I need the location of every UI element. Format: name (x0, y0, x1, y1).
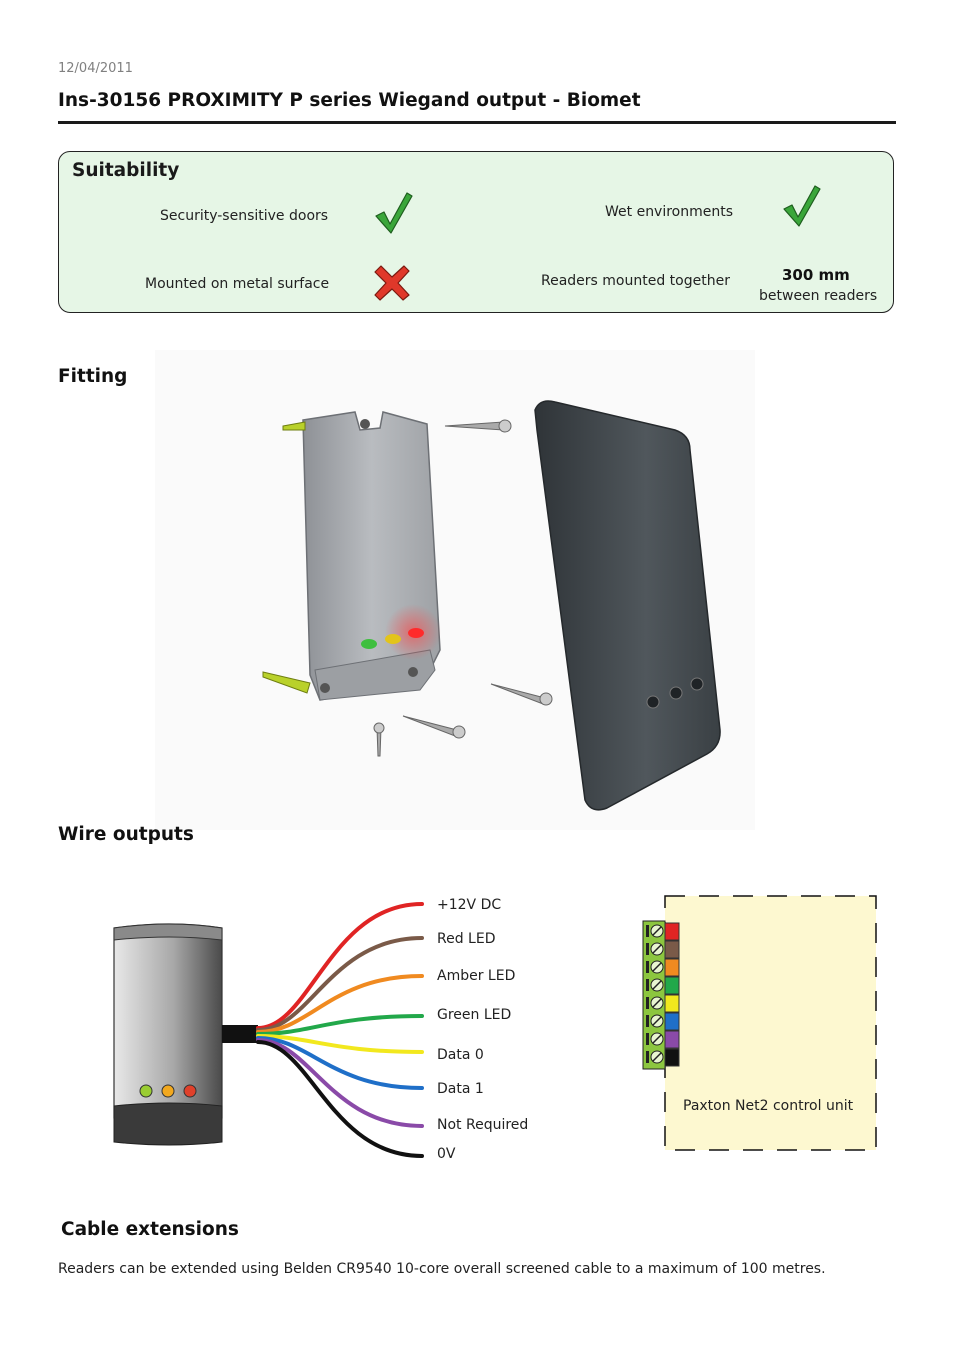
screw-icon (444, 419, 512, 433)
terminal-color-swatch (664, 1048, 680, 1067)
terminal-slot (652, 926, 662, 936)
wire-label: Green LED (437, 1007, 512, 1023)
wire-7 (256, 1038, 424, 1128)
cross-icon (374, 265, 410, 301)
control-unit-diagram (642, 895, 877, 1151)
cable-sheath (222, 1025, 258, 1043)
wire-label: Data 1 (437, 1081, 484, 1097)
control-unit-label: Paxton Net2 control unit (683, 1098, 854, 1114)
suitability-item-label: Security-sensitive doors (160, 208, 329, 224)
screw-icon (490, 683, 553, 706)
wire-label: Data 0 (437, 1047, 484, 1063)
terminal-pin (646, 979, 649, 991)
cable-extensions-heading: Cable extensions (61, 1219, 239, 1240)
wire-8 (256, 1040, 424, 1158)
terminal-pin (646, 925, 649, 937)
wire-4 (256, 1014, 424, 1036)
suitability-item-label: Mounted on metal surface (145, 276, 330, 292)
screw-icon (402, 715, 466, 739)
terminal-pin (646, 961, 649, 973)
reader-icon (113, 923, 223, 1146)
terminal-group (646, 922, 680, 1067)
terminal-slot (652, 1034, 662, 1044)
wire-5 (256, 1034, 424, 1054)
terminal-pin (646, 943, 649, 955)
wire-label: Not Required (437, 1117, 529, 1133)
wire-outputs-heading: Wire outputs (58, 824, 194, 845)
terminal-color-swatch (664, 976, 680, 995)
screw-icon (373, 722, 385, 757)
reader-wiring-diagram (113, 902, 424, 1158)
terminal-pin (646, 1033, 649, 1045)
distance-note: between readers (759, 288, 878, 304)
terminal-pin (646, 1015, 649, 1027)
wire-label: Red LED (437, 931, 496, 947)
wire-6 (256, 1036, 424, 1090)
suitability-panel (58, 151, 894, 313)
terminal-pin (646, 997, 649, 1009)
wire-3 (256, 974, 424, 1034)
wire-group (256, 902, 424, 1158)
wire-label: +12V DC (437, 897, 502, 913)
terminal-color-swatch (664, 922, 680, 941)
wire-2 (256, 936, 424, 1032)
terminal-color-swatch (664, 1012, 680, 1031)
suitability-item-label: Readers mounted together (541, 273, 730, 289)
terminal-slot (652, 944, 662, 954)
wire-label: Amber LED (437, 968, 516, 984)
terminal-color-swatch (664, 958, 680, 977)
suitability-heading: Suitability (72, 160, 180, 181)
check-icon (783, 185, 821, 227)
suitability-item-label: Wet environments (605, 204, 734, 220)
terminal-color-swatch (664, 940, 680, 959)
terminal-slot (652, 1052, 662, 1062)
fitting-heading: Fitting (58, 366, 128, 387)
wire-1 (256, 902, 424, 1030)
check-icon (375, 192, 413, 234)
document-date: 12/04/2011 (58, 61, 133, 76)
document-title: Ins-30156 PROXIMITY P series Wiegand out… (58, 90, 641, 111)
terminal-color-swatch (664, 994, 680, 1013)
cable-extensions-text: Readers can be extended using Belden CR9… (58, 1261, 826, 1277)
title-rule (58, 121, 896, 124)
fitting-illustration (155, 350, 755, 830)
reader-cover-icon (534, 400, 721, 811)
terminal-slot (652, 962, 662, 972)
terminal-slot (652, 1016, 662, 1026)
wire-label: 0V (437, 1146, 456, 1162)
terminal-pin (646, 1051, 649, 1063)
control-unit-box (664, 895, 877, 1151)
terminal-slot (652, 998, 662, 1008)
distance-value: 300 mm (782, 266, 850, 284)
terminal-color-swatch (664, 1030, 680, 1049)
terminal-slot (652, 980, 662, 990)
backplate-icon (302, 411, 441, 701)
